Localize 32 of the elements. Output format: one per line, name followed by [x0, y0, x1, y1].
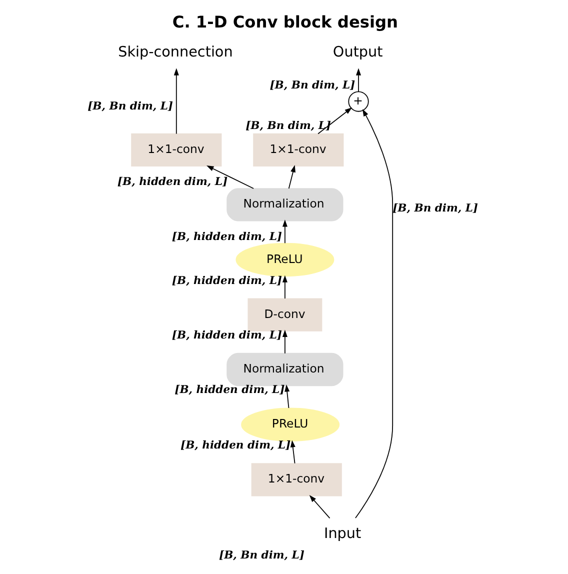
edge-label: [B, Bn dim, L]	[245, 118, 330, 132]
node-label: [B, Bn dim, L]	[218, 548, 304, 562]
arrow	[317, 107, 352, 134]
node-box: 1×1-conv	[250, 463, 342, 496]
node-ellipse: PReLU	[235, 242, 334, 277]
node-box: Normalization	[226, 188, 343, 222]
arrow	[288, 165, 295, 189]
node-box: 1×1-conv	[130, 133, 222, 167]
arrow	[206, 166, 254, 189]
arrow	[284, 384, 290, 408]
arrow	[290, 440, 295, 464]
node-box: 1×1-conv	[252, 133, 344, 167]
arrow	[282, 330, 287, 354]
edge-label: [B, Bn dim, L]	[87, 99, 173, 112]
node-text: Input	[323, 526, 361, 542]
edge-label: [B, Bn dim, L]	[392, 201, 478, 214]
arrow	[356, 68, 361, 92]
arrow	[173, 68, 178, 134]
edge-label: [B, hidden dim, L]	[116, 174, 228, 188]
arrow	[282, 220, 287, 244]
edge-label: [B, hidden dim, L]	[180, 438, 290, 452]
node-ellipse: PReLU	[240, 408, 340, 442]
edge-label: [B, hidden dim, L]	[171, 230, 282, 243]
arrow	[282, 275, 287, 299]
arrow	[308, 495, 330, 519]
arrow	[354, 109, 393, 518]
diagram-title: C. 1-D Conv block design	[172, 12, 398, 32]
node-circle: +	[348, 91, 368, 112]
node-text: Output	[332, 44, 382, 60]
edge-label: [B, Bn dim, L]	[269, 78, 355, 92]
node-box: D-conv	[247, 298, 322, 332]
node-text: Skip-connection	[118, 44, 232, 60]
